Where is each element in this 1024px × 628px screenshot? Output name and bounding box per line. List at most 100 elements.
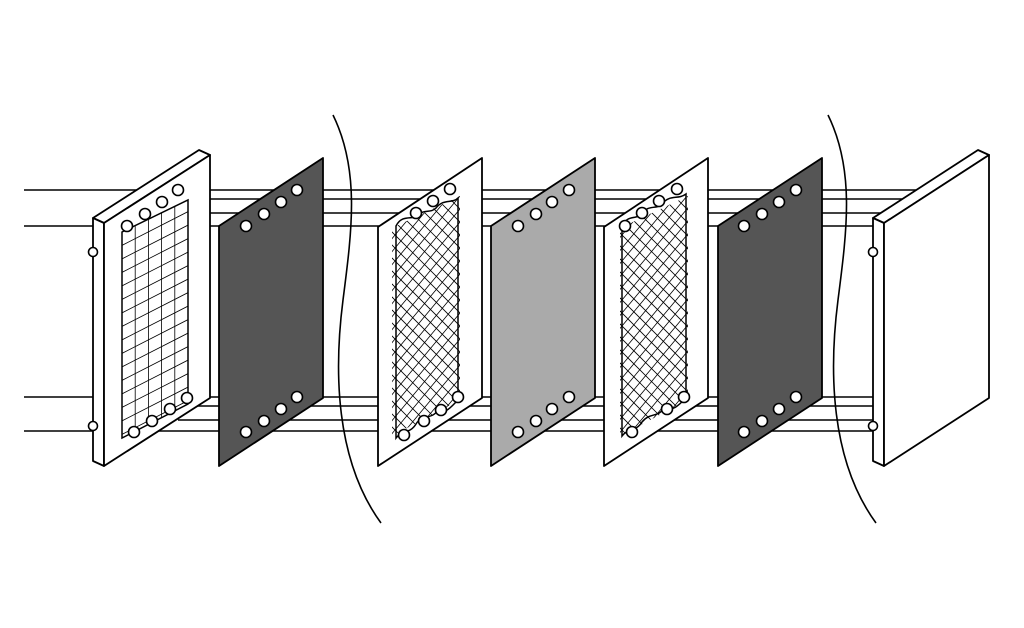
middle-plate [490, 157, 596, 467]
mesh-line [620, 234, 688, 339]
mesh-line [612, 0, 698, 12]
port-hole [180, 391, 194, 405]
mesh-line [385, 15, 470, 117]
port-hole [652, 194, 666, 208]
mesh-line [392, 248, 460, 352]
mesh-line [392, 367, 460, 436]
port-hole [138, 207, 152, 221]
mesh-line [392, 300, 460, 404]
port-hole [625, 425, 639, 439]
mesh-line [392, 196, 460, 300]
mesh-line [620, 302, 688, 390]
mesh-line [392, 224, 460, 311]
mesh-line [385, 483, 470, 585]
mesh-line [385, 0, 470, 13]
mesh-line [385, 0, 470, 63]
port-hole [409, 206, 423, 220]
mesh-line [620, 276, 688, 364]
mesh-line [110, 462, 200, 508]
port-hole [155, 195, 169, 209]
mesh-line [392, 276, 460, 363]
mesh-line [620, 196, 688, 221]
mesh-line [122, 340, 188, 387]
mesh-line [392, 235, 460, 339]
mesh-line [612, 17, 698, 103]
port-hole [443, 182, 457, 196]
port-hole [239, 219, 253, 233]
mesh-line [392, 211, 460, 298]
port-hole [397, 428, 411, 442]
mesh-line [385, 498, 470, 583]
port-hole [562, 183, 576, 197]
port-hole [529, 414, 543, 428]
fixed-frame-plate [87, 149, 211, 535]
mesh-line [392, 261, 460, 365]
mesh-line [620, 224, 688, 312]
mesh-line [392, 339, 460, 436]
mesh-line [385, 2, 470, 104]
mesh-line [612, 14, 698, 117]
port-hole [426, 194, 440, 208]
mesh-line [612, 0, 698, 25]
mesh-line [612, 446, 698, 532]
mesh-line [122, 380, 188, 428]
mesh-line [122, 232, 188, 279]
port-hole [257, 207, 271, 221]
mesh-line [392, 222, 460, 326]
rod-bushing [867, 246, 879, 258]
mesh-line [385, 69, 470, 154]
port-hole [737, 219, 751, 233]
mesh-line [620, 315, 688, 403]
port-hole [257, 414, 271, 428]
mesh-line [392, 263, 460, 350]
mesh-line [612, 66, 698, 169]
mesh-line [620, 299, 688, 404]
mesh-line [620, 196, 688, 274]
mesh-line [385, 80, 470, 182]
mesh-line [385, 28, 470, 130]
mesh-line [392, 289, 460, 376]
mesh-line [612, 443, 698, 546]
mesh-line [392, 237, 460, 324]
mesh-line [612, 0, 698, 78]
gasketed-plate-2 [603, 0, 709, 585]
mesh-line [392, 196, 460, 287]
mesh-line [385, 0, 470, 24]
mesh-line [612, 0, 698, 38]
mesh-line [385, 459, 470, 544]
mesh-line [385, 0, 470, 39]
port-hole [635, 206, 649, 220]
mesh-line [612, 40, 698, 143]
port-hole [618, 219, 632, 233]
mesh-line [385, 0, 470, 26]
mesh-line [122, 326, 188, 374]
mesh-line [385, 470, 470, 572]
port-hole [171, 183, 185, 197]
mesh-line [122, 272, 188, 320]
mesh-line [122, 286, 188, 333]
port-hole [127, 425, 141, 439]
mesh-line [620, 273, 688, 378]
mesh-line [620, 247, 688, 352]
mesh-line [110, 489, 200, 535]
port-hole [545, 402, 559, 416]
mesh-line [122, 205, 188, 252]
end-plate-2 [717, 157, 823, 467]
mesh-line [385, 67, 470, 169]
rod-bushing [87, 246, 99, 258]
mesh-line [385, 17, 470, 102]
mesh-line [612, 482, 698, 585]
mesh-line [620, 289, 688, 377]
mesh-line [612, 0, 698, 91]
mesh-line [620, 196, 688, 260]
mesh-line [385, 54, 470, 156]
mesh-line [392, 393, 460, 436]
port-hole [511, 219, 525, 233]
mesh-line [620, 351, 688, 436]
port-hole [789, 183, 803, 197]
mesh-line [385, 0, 470, 50]
port-hole [239, 425, 253, 439]
mesh-line [110, 476, 200, 522]
mesh-line [385, 56, 470, 141]
